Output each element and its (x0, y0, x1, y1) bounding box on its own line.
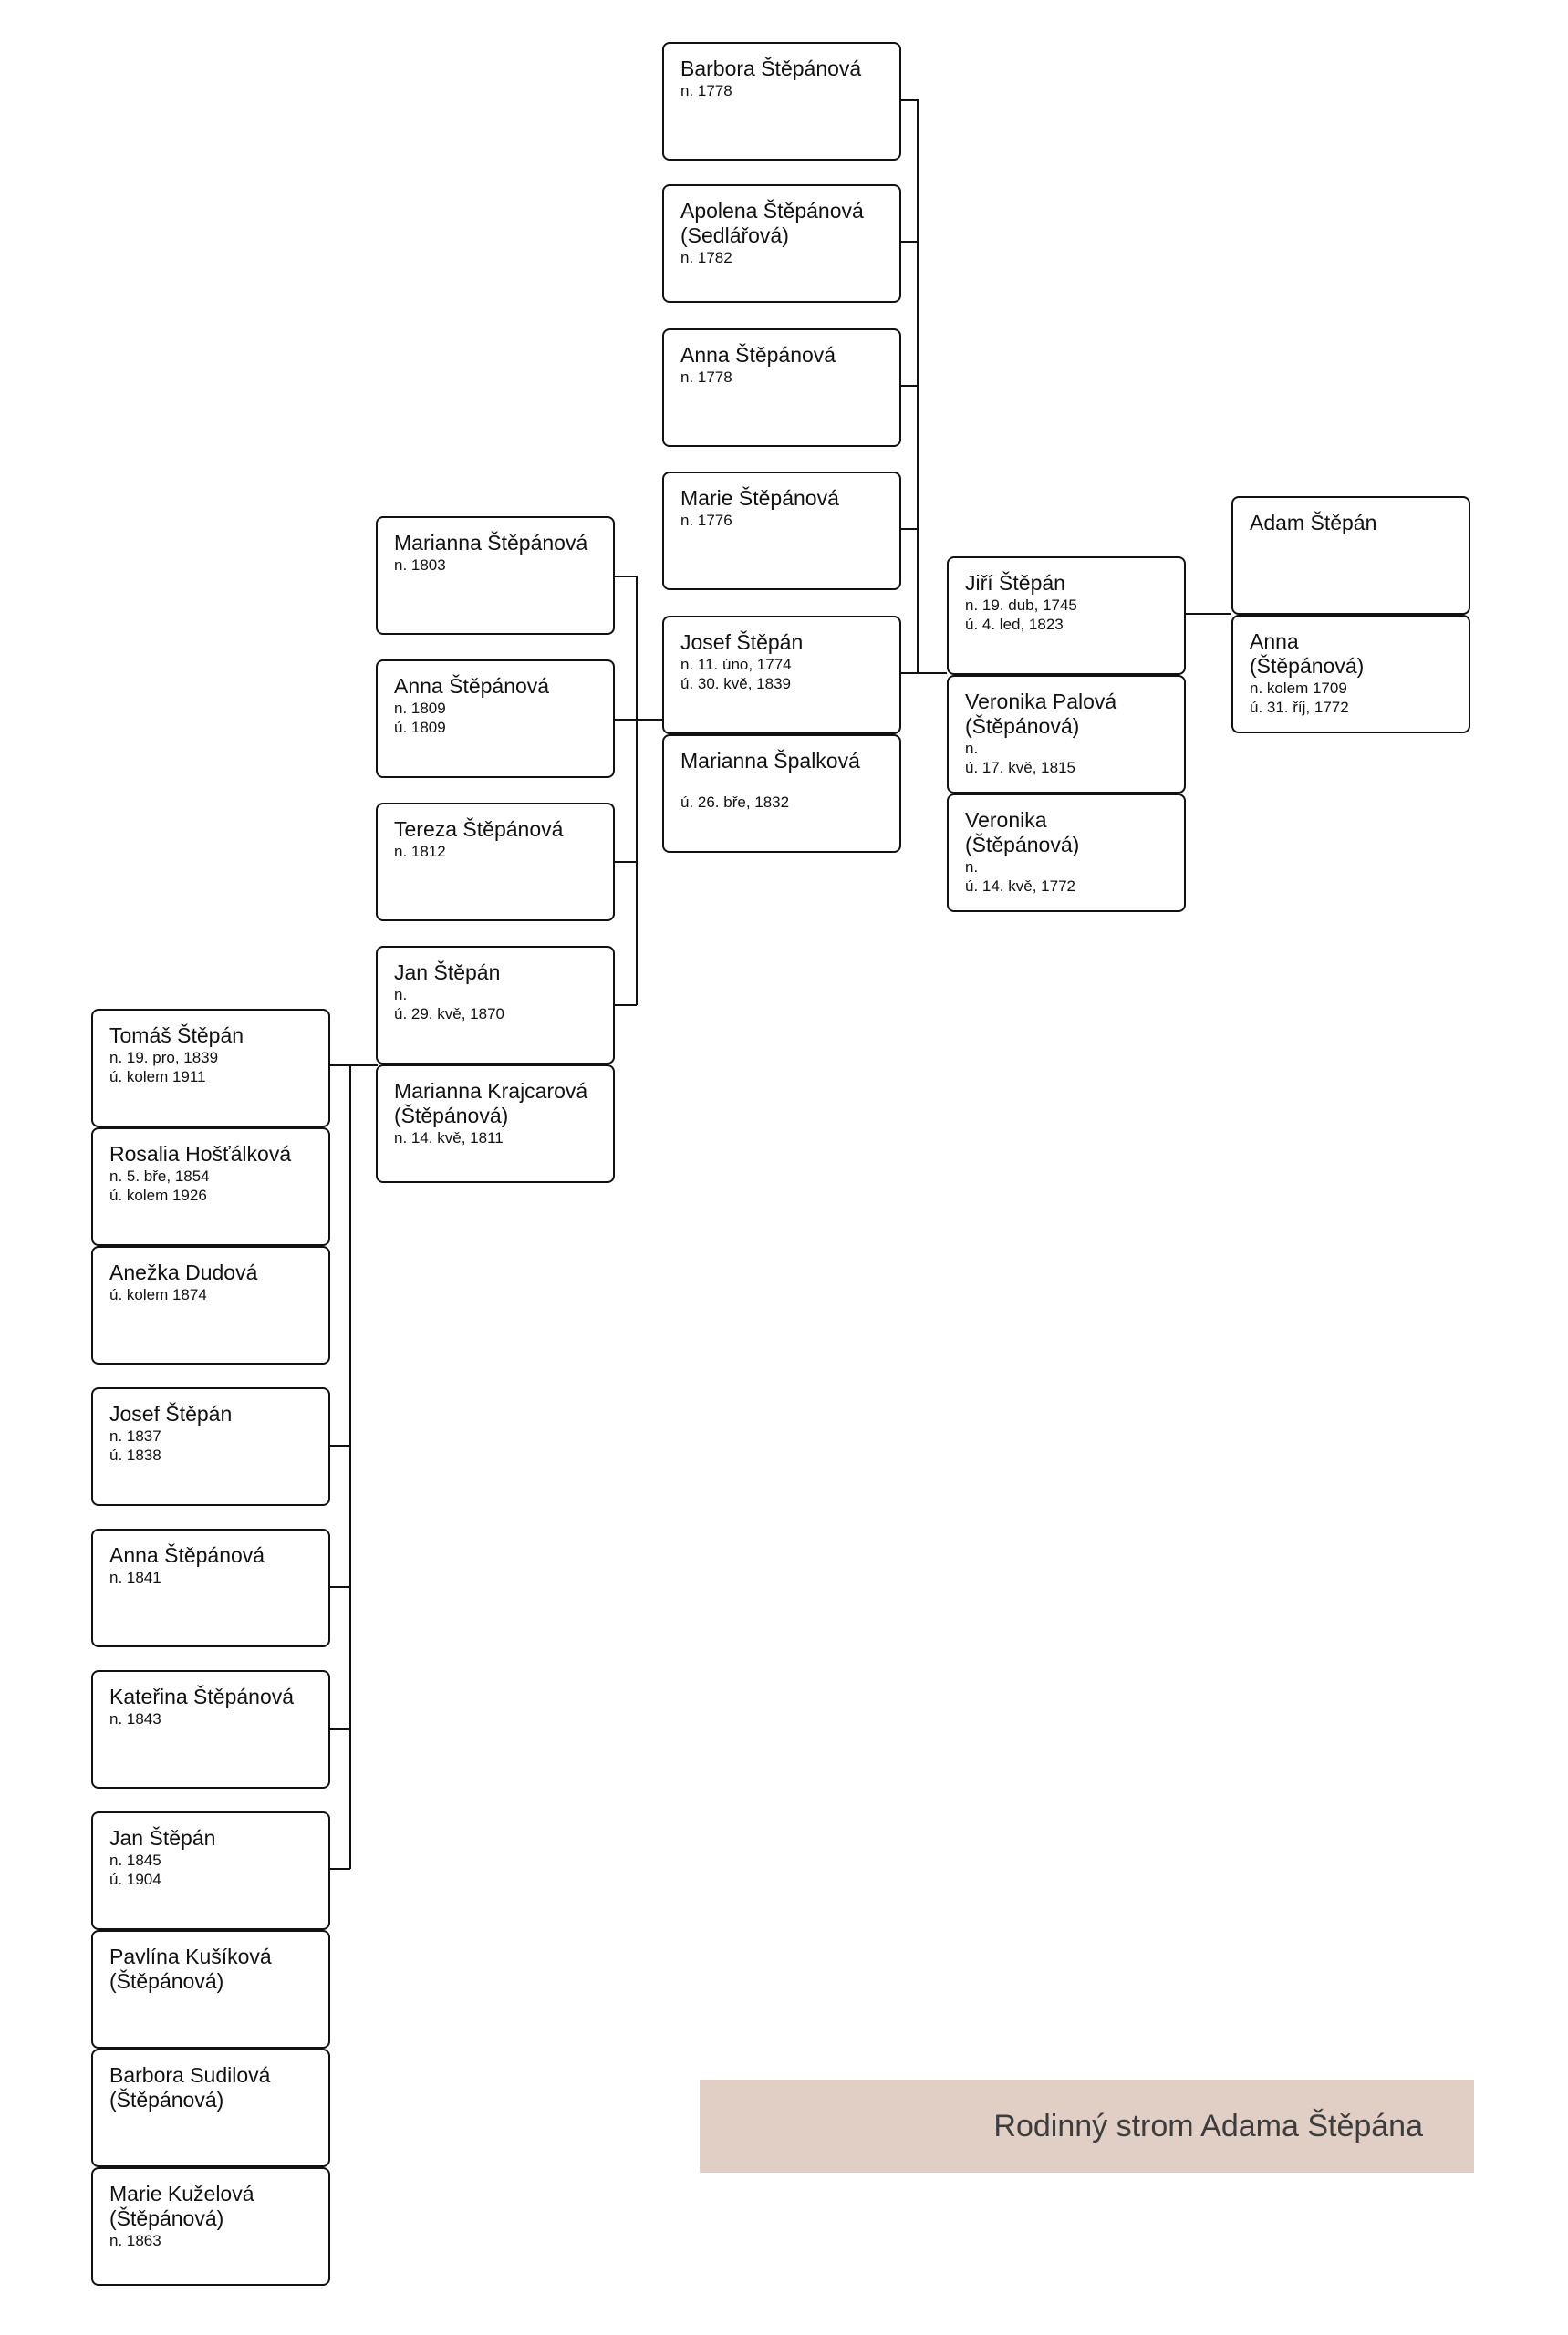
person-birth: n. 1863 (109, 2232, 161, 2249)
person-date: n. 1778 (680, 82, 732, 99)
connector-jan-children (330, 1064, 378, 1870)
person-name: Jiří Štěpán (965, 571, 1065, 595)
person-death: ú. kolem 1926 (109, 1187, 207, 1204)
person-name: Jan Štěpán (394, 960, 501, 984)
tree-title: Rodinný strom Adama Štěpána (993, 2108, 1423, 2143)
person-name: Jan Štěpán (109, 1826, 216, 1850)
person-name: Marianna Špalková (680, 749, 860, 773)
person-date: n. 1782 (680, 249, 732, 266)
person-box-anezka-dudova[interactable]: Anežka Dudová ú. kolem 1874 (91, 1246, 330, 1365)
person-box-anna-stepanova-1778[interactable]: Anna Štěpánová n. 1778 (662, 328, 901, 447)
person-birth: n. 1809 (394, 700, 446, 717)
person-box-veronika-palova[interactable]: Veronika Palová (Štěpánová) n. ú. 17. kv… (947, 675, 1186, 794)
person-date: n. 1803 (394, 556, 446, 574)
person-name: Josef Štěpán (680, 630, 804, 654)
connector-jiri-children (901, 99, 947, 674)
person-name: Marianna Štěpánová (394, 531, 588, 555)
person-box-adam-stepan[interactable]: Adam Štěpán (1231, 496, 1470, 615)
person-box-marianna-spalkova[interactable]: Marianna Špalková ú. 26. bře, 1832 (662, 734, 901, 853)
person-name: Marianna Krajcarová (Štěpánová) (394, 1079, 588, 1127)
person-name: Pavlína Kušíková (Štěpánová) (109, 1945, 272, 1993)
person-name: Apolena Štěpánová (Sedlářová) (680, 199, 864, 247)
person-death: ú. 26. bře, 1832 (680, 794, 790, 811)
person-box-tomas-stepan[interactable]: Tomáš Štěpán n. 19. pro, 1839 ú. kolem 1… (91, 1009, 330, 1127)
person-birth: n. (965, 858, 979, 876)
person-box-tereza-stepanova[interactable]: Tereza Štěpánová n. 1812 (376, 803, 615, 921)
person-name: Barbora Sudilová (Štěpánová) (109, 2063, 271, 2112)
person-box-katerina-stepanova[interactable]: Kateřina Štěpánová n. 1843 (91, 1670, 330, 1789)
person-box-jan-stepan-1845[interactable]: Jan Štěpán n. 1845 ú. 1904 (91, 1811, 330, 1930)
person-box-jiri-stepan[interactable]: Jiří Štěpán n. 19. dub, 1745 ú. 4. led, … (947, 556, 1186, 675)
person-birth: n. 19. dub, 1745 (965, 597, 1077, 614)
person-box-barbora-sudilova[interactable]: Barbora Sudilová (Štěpánová) (91, 2049, 330, 2167)
person-death: ú. kolem 1911 (109, 1068, 206, 1085)
person-name: Barbora Štěpánová (680, 57, 862, 80)
person-birth: n. 11. úno, 1774 (680, 656, 792, 673)
person-box-jan-stepan-1870[interactable]: Jan Štěpán n. ú. 29. kvě, 1870 (376, 946, 615, 1064)
person-name: Anna Štěpánová (109, 1543, 265, 1567)
person-death: ú. 30. kvě, 1839 (680, 675, 791, 692)
person-box-josef-stepan-1774[interactable]: Josef Štěpán n. 11. úno, 1774 ú. 30. kvě… (662, 616, 901, 734)
person-name: Adam Štěpán (1250, 511, 1377, 534)
person-box-barbora-stepanova-1778[interactable]: Barbora Štěpánová n. 1778 (662, 42, 901, 161)
person-box-veronika-stepanova[interactable]: Veronika (Štěpánová) n. ú. 14. kvě, 1772 (947, 794, 1186, 912)
person-death: ú. 17. kvě, 1815 (965, 759, 1075, 776)
person-box-josef-stepan-1837[interactable]: Josef Štěpán n. 1837 ú. 1838 (91, 1387, 330, 1506)
person-name: Kateřina Štěpánová (109, 1685, 295, 1708)
person-birth: n. kolem 1709 (1250, 680, 1347, 697)
title-banner: Rodinný strom Adama Štěpána (700, 2080, 1474, 2173)
person-name: Anežka Dudová (109, 1261, 258, 1284)
person-box-marie-kuzelova[interactable]: Marie Kuželová (Štěpánová) n. 1863 (91, 2167, 330, 2286)
person-name: Tereza Štěpánová (394, 817, 564, 841)
person-box-anna-stepanova-1809[interactable]: Anna Štěpánová n. 1809 ú. 1809 (376, 659, 615, 778)
person-death: ú. 31. říj, 1772 (1250, 699, 1349, 716)
person-date: n. 1812 (394, 843, 446, 860)
person-name: Marie Kuželová (Štěpánová) (109, 2182, 254, 2230)
person-date: n. 1843 (109, 1710, 161, 1728)
person-death: ú. 1904 (109, 1871, 161, 1888)
person-name: Marie Štěpánová (680, 486, 839, 510)
person-birth: n. 5. bře, 1854 (109, 1168, 210, 1185)
person-box-pavlina-kusikova[interactable]: Pavlína Kušíková (Štěpánová) (91, 1930, 330, 2049)
person-death: ú. kolem 1874 (109, 1286, 207, 1303)
person-box-marianna-krajcarova[interactable]: Marianna Krajcarová (Štěpánová) n. 14. k… (376, 1064, 615, 1183)
person-box-anna-stepanova-1709[interactable]: Anna (Štěpánová) n. kolem 1709 ú. 31. ří… (1231, 615, 1470, 733)
person-name: Josef Štěpán (109, 1402, 233, 1426)
person-date: n. 1778 (680, 368, 732, 386)
person-birth: n. 14. kvě, 1811 (394, 1129, 504, 1147)
person-birth: n. 1845 (109, 1852, 161, 1869)
person-birth: n. (965, 740, 979, 757)
person-birth: n. 19. pro, 1839 (109, 1049, 219, 1066)
person-name: Anna (Štěpánová) (1250, 629, 1365, 678)
person-box-marianna-stepanova-1803[interactable]: Marianna Štěpánová n. 1803 (376, 516, 615, 635)
person-name: Anna Štěpánová (394, 674, 550, 698)
person-death: ú. 14. kvě, 1772 (965, 877, 1075, 895)
person-box-rosalia-hostalkova[interactable]: Rosalia Hošťálková n. 5. bře, 1854 ú. ko… (91, 1127, 330, 1246)
person-death: ú. 1838 (109, 1447, 161, 1464)
person-date: n. 1841 (109, 1569, 161, 1586)
person-name: Veronika Palová (Štěpánová) (965, 690, 1117, 738)
person-name: Anna Štěpánová (680, 343, 836, 367)
person-box-apolena-stepanova[interactable]: Apolena Štěpánová (Sedlářová) n. 1782 (662, 184, 901, 303)
person-name: Tomáš Štěpán (109, 1023, 244, 1047)
person-death: ú. 1809 (394, 719, 446, 736)
person-date: n. 1776 (680, 512, 732, 529)
person-death: ú. 29. kvě, 1870 (394, 1005, 504, 1022)
person-box-marie-stepanova-1776[interactable]: Marie Štěpánová n. 1776 (662, 472, 901, 590)
person-birth: n. (394, 986, 408, 1003)
person-death: ú. 4. led, 1823 (965, 616, 1064, 633)
person-birth: n. 1837 (109, 1427, 161, 1445)
person-box-anna-stepanova-1841[interactable]: Anna Štěpánová n. 1841 (91, 1529, 330, 1647)
connector-josef-children (615, 576, 662, 1006)
person-name: Rosalia Hošťálková (109, 1142, 292, 1166)
person-name: Veronika (Štěpánová) (965, 808, 1080, 856)
